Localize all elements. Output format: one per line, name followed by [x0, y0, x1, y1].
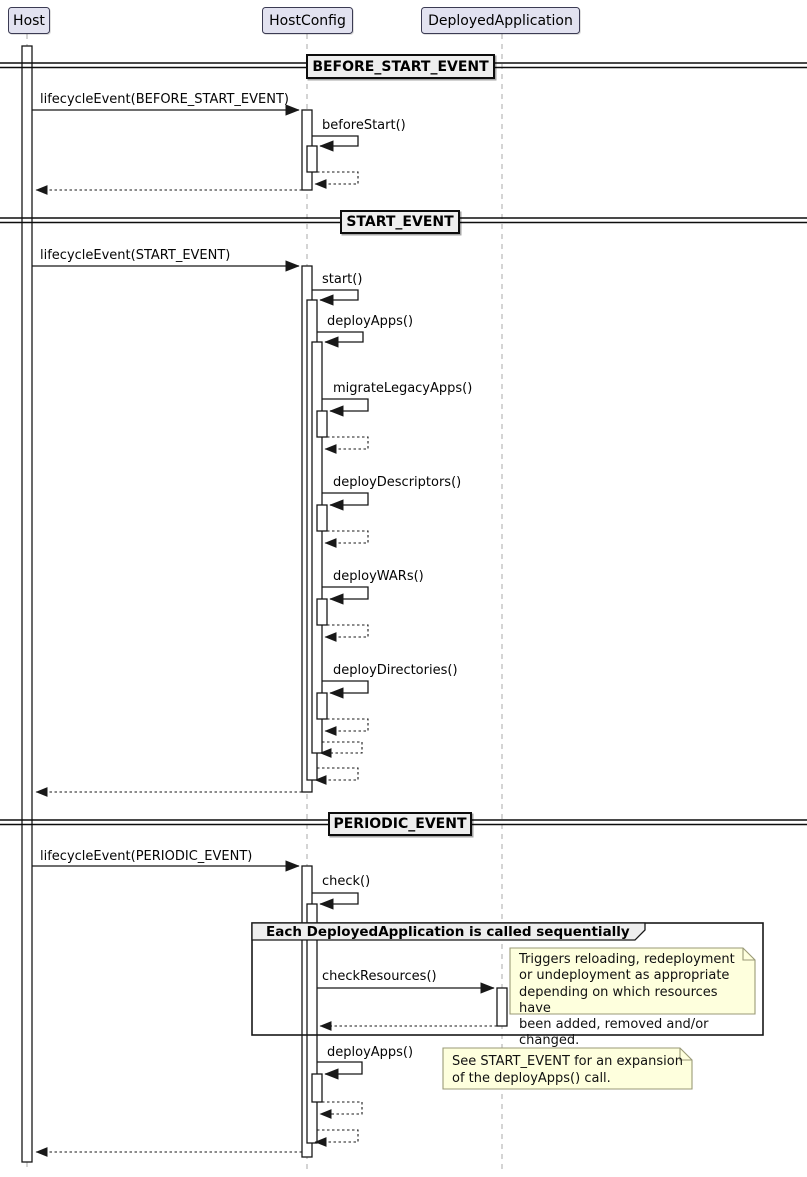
- note-triggers-fold: [742, 948, 755, 961]
- group-header-label: Each DeployedApplication is called seque…: [266, 924, 630, 940]
- note-triggers-shape: [509, 947, 756, 1015]
- message-checkresources: checkResources(): [322, 969, 437, 984]
- hostconfig-activation-deploydescriptors: [316, 504, 328, 532]
- return-deploydirectories: [324, 718, 369, 736]
- participant-hostconfig: HostConfig: [262, 7, 353, 34]
- divider-periodic-event-label: PERIODIC_EVENT: [333, 816, 467, 832]
- return-deployapps: [319, 741, 363, 758]
- activation-bars: [21, 45, 508, 1163]
- note-see-start-event-text: See START_EVENT for an expansion of the …: [452, 1054, 683, 1086]
- return-start: [314, 767, 359, 785]
- return-check: [314, 1129, 359, 1147]
- divider-start-event: START_EVENT: [340, 210, 460, 234]
- message-deploywars: deployWARs(): [333, 569, 424, 584]
- return-arrows: [35, 171, 497, 1157]
- return-deploydescriptors: [324, 530, 369, 548]
- participant-host-label: Host: [13, 12, 45, 29]
- message-deployapps-2: deployApps(): [327, 1045, 414, 1060]
- return-beforestart: [314, 171, 359, 189]
- arrow-migratelegacyapps-self: [322, 398, 369, 417]
- group-header-pentagon: [251, 922, 646, 941]
- divider-before-start-event: BEFORE_START_EVENT: [306, 54, 495, 79]
- divider-periodic-event: PERIODIC_EVENT: [328, 812, 472, 836]
- arrow-start-self: [312, 289, 359, 306]
- divider-start-event-label: START_EVENT: [346, 214, 454, 230]
- return-deployapps2: [319, 1101, 363, 1119]
- message-migratelegacyapps: migrateLegacyApps(): [333, 381, 473, 396]
- host-activation: [21, 45, 33, 1163]
- note-see-start-event-fold: [679, 1048, 692, 1061]
- message-deployapps: deployApps(): [327, 314, 414, 329]
- note-triggers-text: Triggers reloading, redeployment or unde…: [519, 952, 735, 1049]
- message-check: check(): [322, 874, 371, 889]
- notes: [442, 947, 756, 1090]
- divider-lines: [0, 62, 807, 826]
- arrow-deployapps-self: [317, 331, 364, 348]
- message-lifecycle-periodic: lifecycleEvent(PERIODIC_EVENT): [40, 849, 253, 864]
- participant-hostconfig-label: HostConfig: [269, 12, 346, 29]
- message-beforestart: beforeStart(): [322, 118, 406, 133]
- group-frame: [251, 922, 764, 1036]
- call-arrows: [32, 104, 495, 1080]
- arrow-deploydescriptors-self: [322, 492, 369, 511]
- arrow-deployapps2-self: [317, 1061, 363, 1080]
- arrow-beforestart-self: [312, 135, 359, 152]
- return-migratelegacyapps: [324, 436, 369, 454]
- hostconfig-activation-deployapps2: [311, 1073, 323, 1103]
- message-deploydescriptors: deployDescriptors(): [333, 475, 462, 490]
- message-deploydirectories: deployDirectories(): [333, 663, 458, 678]
- participant-deployedapplication: DeployedApplication: [421, 7, 580, 34]
- return-deploywars: [324, 624, 369, 642]
- hostconfig-activation-deploydirectories: [316, 692, 328, 720]
- hostconfig-activation-deploywars: [316, 598, 328, 626]
- arrow-deploywars-self: [322, 586, 369, 605]
- arrow-deploydirectories-self: [322, 680, 369, 699]
- divider-before-start-event-label: BEFORE_START_EVENT: [312, 58, 489, 75]
- deployedapplication-activation: [496, 987, 508, 1027]
- message-lifecycle-before-start: lifecycleEvent(BEFORE_START_EVENT): [40, 92, 289, 107]
- message-lifecycle-start: lifecycleEvent(START_EVENT): [40, 248, 231, 263]
- participant-host: Host: [8, 7, 50, 34]
- hostconfig-activation-migratelegacyapps: [316, 410, 328, 438]
- hostconfig-activation-check-call: [306, 903, 318, 1144]
- message-start: start(): [322, 272, 363, 287]
- arrow-check-self: [312, 892, 359, 910]
- note-see-start-event-shape: [442, 1047, 693, 1090]
- lifelines: [26, 34, 503, 1172]
- hostconfig-activation-deployapps-call: [311, 341, 323, 754]
- participant-deployedapplication-label: DeployedApplication: [428, 12, 573, 29]
- hostconfig-activation-beforestart-call: [306, 145, 318, 173]
